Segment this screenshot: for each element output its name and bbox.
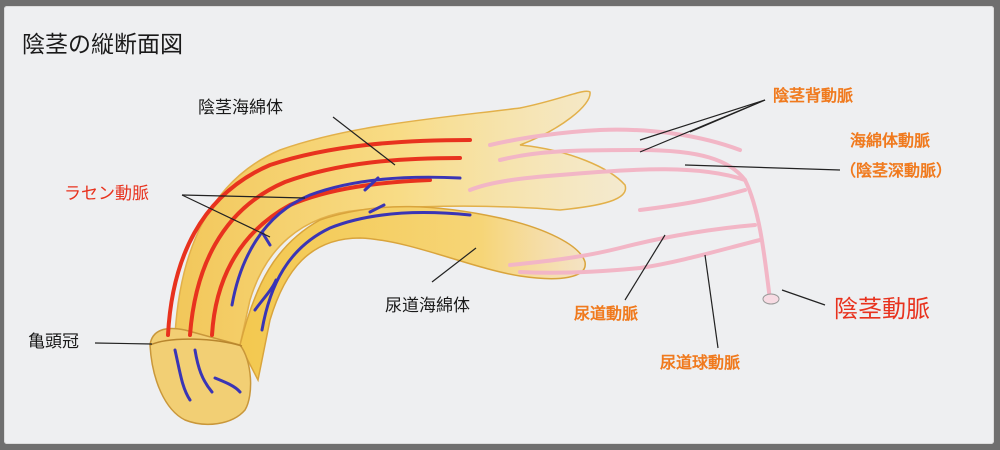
- blue-veins: [173, 175, 472, 402]
- label-bulbourethral-artery: 尿道球動脈: [660, 353, 741, 372]
- label-helicine-arteries: ラセン動脈: [64, 184, 149, 204]
- label-dorsal-artery: 陰茎背動脈: [773, 86, 854, 105]
- penile-artery-stump: [762, 293, 780, 305]
- label-corona: 亀頭冠: [28, 332, 79, 352]
- label-penile-artery: 陰茎動脈: [834, 295, 930, 323]
- label-cavernosal-artery: 海綿体動脈: [850, 131, 931, 150]
- label-corpus-spongiosum: 尿道海綿体: [385, 296, 470, 316]
- label-cavernosal-artery-alt: （陰茎深動脈）: [840, 161, 953, 180]
- artery-tree: [468, 127, 772, 302]
- corpus-spongiosum-shape: [239, 205, 586, 383]
- label-corpus-cavernosum: 陰茎海綿体: [198, 98, 283, 118]
- leader-lines: [94, 99, 841, 349]
- corona-rim: [149, 338, 243, 347]
- diagram-title: 陰茎の縦断面図: [22, 32, 183, 58]
- label-urethral-artery: 尿道動脈: [574, 304, 639, 323]
